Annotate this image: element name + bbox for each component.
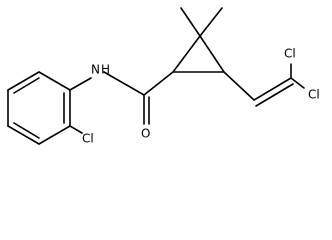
ring-double-bond-inner-2 <box>13 122 40 139</box>
ring-bond-2 <box>7 71 40 91</box>
ring-double-bond-inner-1 <box>13 77 40 94</box>
aryl-chlorine-label: Cl <box>82 132 94 146</box>
cyclopropane-ring <box>172 35 225 73</box>
nitrogen-hydrogen-label: H <box>101 63 110 77</box>
methyl-bond-right <box>199 7 223 37</box>
vinyl-chlorine-right-bond <box>290 77 305 89</box>
vinyl-chlorine-right-label: Cl <box>308 88 320 102</box>
aryl-ring <box>7 71 71 145</box>
aryl-chlorine-bond <box>69 125 83 134</box>
chemical-structure-diagram: N H O Cl Cl Cl <box>7 7 320 146</box>
vinyl-double-bond-1 <box>253 77 292 101</box>
nitrogen-label: N <box>91 63 100 77</box>
ring-bond-1 <box>38 71 71 91</box>
cyclopropane-bond-1 <box>172 35 201 73</box>
vinyl-chlorine-top-label: Cl <box>284 47 296 61</box>
aryl-nitrogen-bond <box>69 77 92 91</box>
cyclopropane-bond-2 <box>199 35 225 73</box>
vinyl-single-bond <box>223 71 255 101</box>
carbonyl-oxygen-label: O <box>141 127 150 141</box>
methyl-bond-left <box>180 7 201 37</box>
ring-bond-4 <box>7 125 40 145</box>
vinyl-double-bond-2 <box>255 83 294 107</box>
nitrogen-carbonyl-bond <box>103 71 145 96</box>
ring-bond-5 <box>38 125 71 145</box>
carbonyl-cyclopropane-bond <box>143 71 174 96</box>
